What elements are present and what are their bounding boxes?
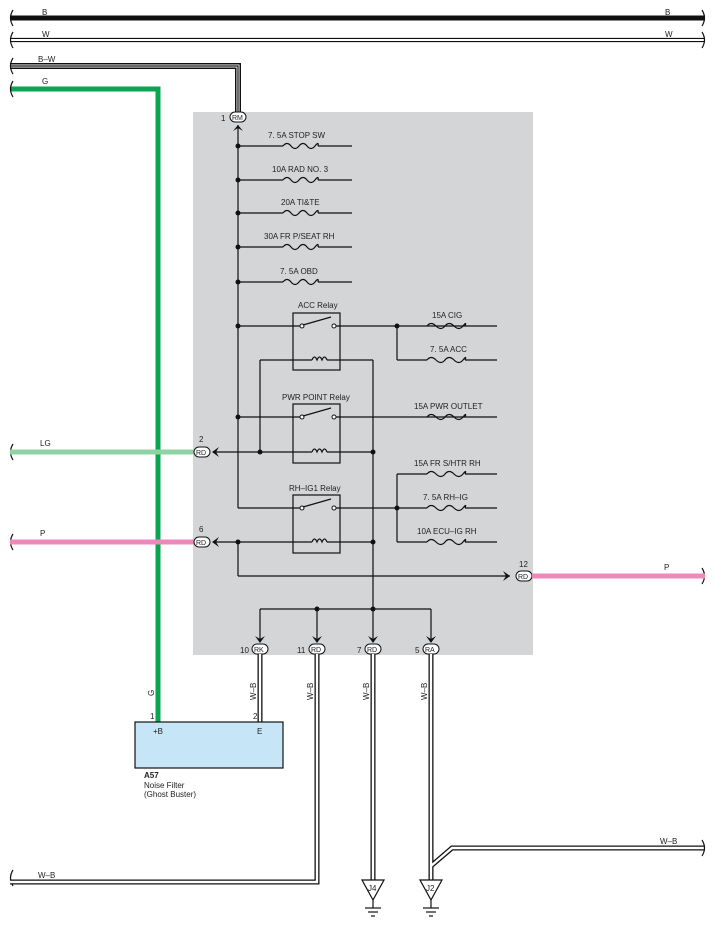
wire-label-g-top: G — [42, 77, 48, 86]
wire-label-wb-rd11: W–B — [306, 683, 315, 700]
wire-label-wb-bottom-left: W–B — [38, 871, 55, 880]
svg-text:RD: RD — [367, 647, 377, 654]
wire-label-wb-bottom-right: W–B — [660, 837, 677, 846]
fuse-label-fr-shtr: 15A FR S/HTR RH — [414, 459, 481, 468]
fuse-label-ecu-ig: 10A ECU–IG RH — [417, 527, 477, 536]
relay-label-pwr-point: PWR POINT Relay — [282, 393, 350, 402]
wire-label-p-right: P — [664, 563, 669, 572]
svg-text:RD: RD — [311, 647, 321, 654]
noise-filter-name-sub: (Ghost Buster) — [144, 790, 196, 799]
noise-filter-name: Noise Filter — [144, 781, 185, 790]
noise-filter-code: A57 — [144, 771, 159, 780]
relay-label-rh-ig1: RH–IG1 Relay — [289, 484, 341, 493]
relay-rh-ig1 — [292, 494, 341, 554]
fuse-label-fr-pseat: 30A FR P/SEAT RH — [264, 232, 335, 241]
connector-rd2: RD — [193, 446, 219, 458]
ground-label-j2: J2 — [426, 884, 435, 893]
wire-label-wb-rd7: W–B — [362, 683, 371, 700]
wire-label-wb-rk: W–B — [249, 683, 258, 700]
connector-rd6-pin: 6 — [199, 525, 204, 534]
connector-rd11-pin: 11 — [297, 646, 306, 655]
wire-bw — [10, 63, 241, 113]
ground-j2 — [418, 879, 444, 917]
connector-rd11: RD — [308, 643, 326, 655]
ground-j4 — [360, 879, 386, 917]
fuse-label-rh-ig: 7. 5A RH–IG — [423, 493, 468, 502]
fuse-label-obd: 7. 5A OBD — [280, 267, 318, 276]
break-mark-wb-right — [701, 839, 706, 857]
connector-rk10: RK — [251, 643, 269, 655]
wires-wb — [10, 654, 705, 885]
connector-rm-pin: 1 — [221, 114, 226, 123]
bottom-connector-arrows — [255, 636, 436, 643]
break-marks-left — [9, 9, 14, 887]
wire-label-p-left: P — [40, 529, 45, 538]
connector-rd7: RD — [364, 643, 382, 655]
connector-rd6: RD — [193, 536, 219, 548]
svg-text:RK: RK — [254, 647, 264, 654]
wire-label-b-right: B — [665, 8, 670, 17]
wire-label-lg: LG — [40, 439, 51, 448]
connector-rd12-pin: 12 — [519, 560, 528, 569]
fuse-symbols — [282, 142, 467, 546]
junction-block — [193, 112, 533, 655]
wire-label-w-left: W — [42, 30, 50, 39]
internal-wiring — [214, 125, 510, 640]
wire-label-b-left: B — [42, 8, 47, 17]
relay-label-acc: ACC Relay — [298, 301, 338, 310]
noise-filter-pin1: 1 — [150, 712, 155, 721]
break-marks-right — [701, 9, 706, 585]
svg-text:RD: RD — [196, 540, 206, 547]
connector-ra5-pin: 5 — [415, 646, 420, 655]
noise-filter-terminal-b: +B — [153, 727, 163, 736]
connector-ra5: RA — [422, 643, 440, 655]
connector-rd7-pin: 7 — [357, 646, 362, 655]
svg-text:RD: RD — [196, 450, 206, 457]
fuse-label-cig: 15A CIG — [432, 311, 462, 320]
noise-filter — [134, 721, 284, 769]
fuse-label-pwr-outlet: 15A PWR OUTLET — [414, 402, 483, 411]
noise-filter-pin2: 2 — [253, 712, 258, 721]
svg-text:RM: RM — [232, 115, 243, 122]
svg-text:RA: RA — [425, 647, 435, 654]
wire-g — [10, 86, 161, 722]
wire-label-bw: B–W — [38, 55, 56, 64]
fuse-label-acc: 7. 5A ACC — [430, 345, 467, 354]
wire-label-g-vertical: G — [147, 690, 156, 696]
relay-pwr-point — [292, 403, 341, 464]
ground-label-j4: J4 — [368, 884, 377, 893]
connector-rk10-pin: 10 — [240, 646, 249, 655]
svg-text:RD: RD — [518, 574, 528, 581]
wire-label-w-right: W — [665, 30, 673, 39]
fuse-label-rad3: 10A RAD NO. 3 — [272, 165, 329, 174]
fuse-label-stop-sw: 7. 5A STOP SW — [268, 131, 326, 140]
splice-points — [235, 143, 400, 612]
connector-rd2-pin: 2 — [199, 435, 204, 444]
noise-filter-terminal-e: E — [257, 727, 262, 736]
relay-acc — [292, 312, 341, 371]
wire-label-wb-ra: W–B — [420, 683, 429, 700]
fuse-label-tite: 20A TI&TE — [281, 198, 320, 207]
